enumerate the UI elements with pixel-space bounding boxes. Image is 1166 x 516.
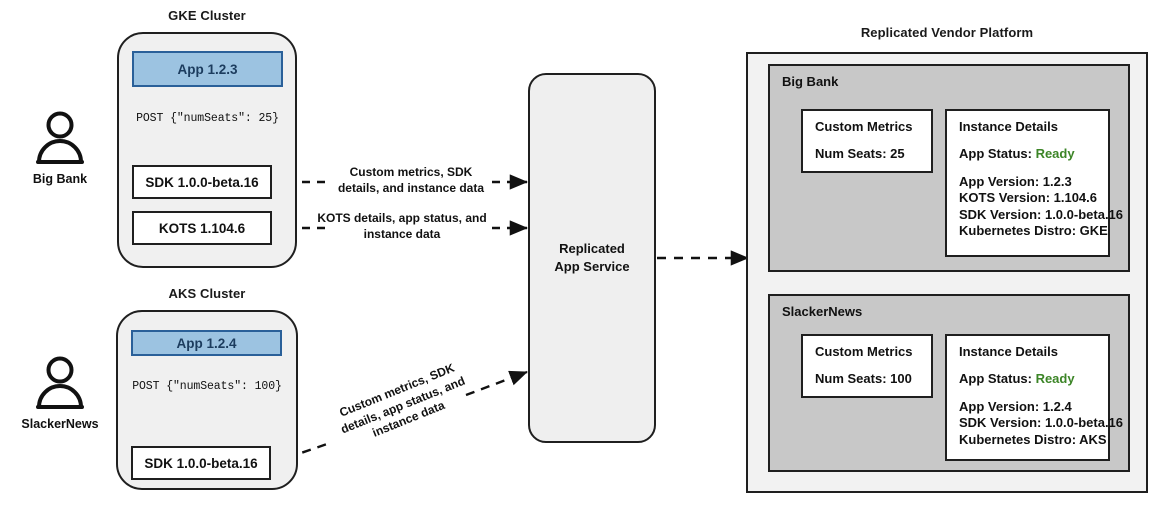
aks-cluster-title: AKS Cluster <box>168 286 246 301</box>
tenant-card-big-bank[interactable]: Big Bank Custom Metrics Num Seats: 25 In… <box>768 64 1130 272</box>
service-label-line2: App Service <box>554 259 630 274</box>
aks-post-label: POST {"numSeats": 100} <box>132 380 282 393</box>
person-icon <box>36 356 84 409</box>
actor-slackernews: SlackerNews <box>5 355 115 431</box>
kots-version-line: KOTS Version: 1.104.6 <box>959 190 1098 206</box>
status-badge: Ready <box>1035 146 1075 162</box>
custom-metrics-card: Custom Metrics Num Seats: 100 <box>801 334 933 398</box>
custom-metrics-line: Num Seats: 100 <box>815 371 912 387</box>
app-version-line: App Version: 1.2.3 <box>959 173 1072 189</box>
service-label-line1: Replicated <box>559 241 625 257</box>
instance-details-title: Instance Details <box>959 119 1058 134</box>
kubernetes-distro-line: Kubernetes Distro: AKS <box>959 431 1107 447</box>
custom-metrics-title: Custom Metrics <box>815 344 913 359</box>
gke-sdk-node[interactable]: SDK 1.0.0-beta.16 <box>132 165 272 199</box>
actor-label: SlackerNews <box>21 417 99 431</box>
app-status-row: App Status: Ready <box>959 146 1096 163</box>
actor-big-bank: Big Bank <box>5 110 115 186</box>
instance-details-title: Instance Details <box>959 344 1058 359</box>
platform-title: Replicated Vendor Platform <box>860 25 1034 40</box>
gke-app-node[interactable]: App 1.2.3 <box>132 51 283 87</box>
gke-kots-node[interactable]: KOTS 1.104.6 <box>132 211 272 245</box>
gke-post-label: POST {"numSeats": 25} <box>136 112 279 125</box>
service-label: Replicated App Service <box>554 240 629 275</box>
app-status-row: App Status: Ready <box>959 371 1096 388</box>
aks-app-node[interactable]: App 1.2.4 <box>131 330 282 356</box>
person-icon <box>36 111 84 164</box>
spacer <box>959 388 1096 399</box>
aks-sdk-node[interactable]: SDK 1.0.0-beta.16 <box>131 446 271 480</box>
status-badge: Ready <box>1035 371 1075 387</box>
spacer <box>959 163 1096 174</box>
app-status-label: App Status: <box>959 371 1036 387</box>
custom-metrics-title: Custom Metrics <box>815 119 913 134</box>
replicated-vendor-platform-panel: Big Bank Custom Metrics Num Seats: 25 In… <box>746 52 1148 493</box>
tenant-name: SlackerNews <box>782 304 863 319</box>
sdk-version-line: SDK Version: 1.0.0-beta.16 <box>959 206 1124 222</box>
custom-metrics-card: Custom Metrics Num Seats: 25 <box>801 109 933 173</box>
instance-details-card: Instance Details App Status: Ready App V… <box>945 109 1124 257</box>
gke-cluster-title: GKE Cluster <box>168 8 246 23</box>
kubernetes-distro-line: Kubernetes Distro: GKE <box>959 223 1108 239</box>
tenant-name: Big Bank <box>782 74 839 89</box>
tenant-card-slackernews[interactable]: SlackerNews Custom Metrics Num Seats: 10… <box>768 294 1130 472</box>
replicated-app-service-box[interactable]: Replicated App Service <box>528 73 656 443</box>
actor-label: Big Bank <box>32 172 88 186</box>
app-version-line: App Version: 1.2.4 <box>959 398 1072 414</box>
custom-metrics-line: Num Seats: 25 <box>815 146 905 162</box>
instance-details-card: Instance Details App Status: Ready App V… <box>945 334 1124 461</box>
sdk-version-line: SDK Version: 1.0.0-beta.16 <box>959 415 1124 431</box>
app-status-label: App Status: <box>959 146 1036 162</box>
